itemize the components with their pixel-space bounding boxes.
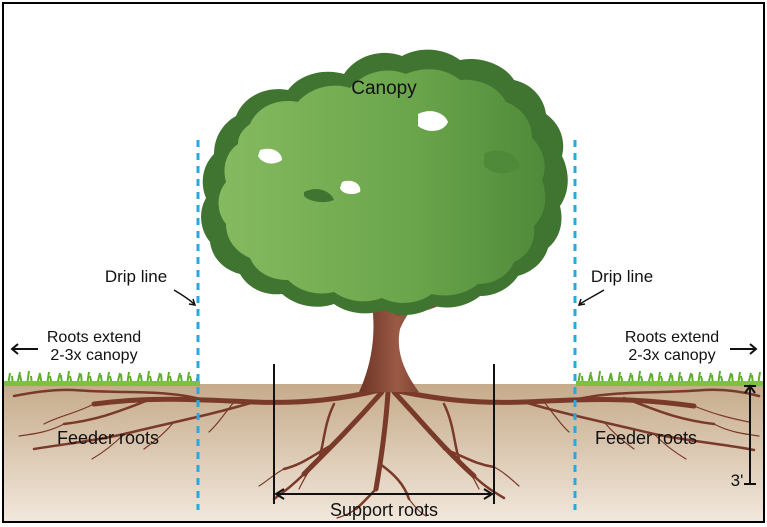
drip-line-arrow-right: [580, 290, 604, 304]
grass-band-left: [4, 381, 200, 386]
support-roots-label: Support roots: [330, 500, 438, 520]
canopy-label: Canopy: [351, 78, 417, 99]
feeder-roots-label-right: Feeder roots: [595, 428, 697, 448]
roots-extend-arrow-right: [730, 344, 756, 354]
roots-extend-label-right-2: 2-3x canopy: [628, 347, 715, 364]
feeder-roots-label-left: Feeder roots: [57, 428, 159, 448]
roots-extend-label-left-2: 2-3x canopy: [50, 347, 137, 364]
grass-band-right: [576, 381, 763, 386]
drip-line-arrow-left: [174, 290, 194, 304]
roots-extend-label-right-1: Roots extend: [625, 329, 719, 346]
depth-label: 3': [731, 471, 744, 490]
roots-extend-arrow-left: [12, 344, 38, 354]
drip-line-label-left: Drip line: [105, 267, 167, 286]
roots-extend-label-left-1: Roots extend: [47, 329, 141, 346]
tree-root-diagram: Canopy Drip line Drip line Roots extend …: [4, 4, 763, 521]
drip-line-label-right: Drip line: [591, 267, 653, 286]
